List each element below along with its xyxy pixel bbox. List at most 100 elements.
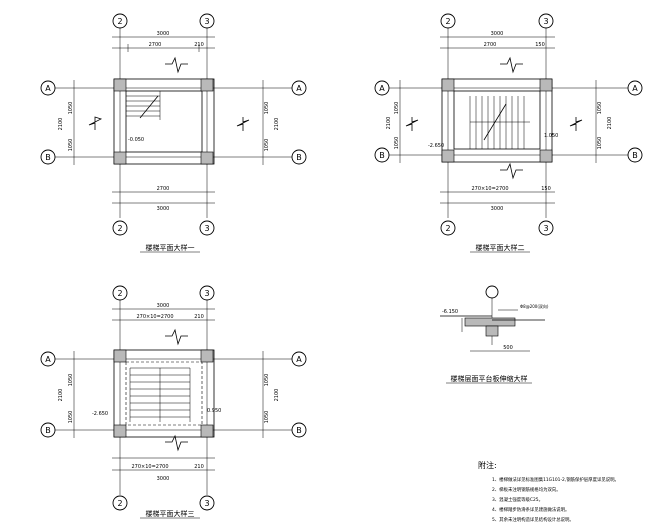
axis-bubble [374, 147, 390, 163]
axis-bubble [440, 13, 456, 29]
axis-bubble [440, 220, 456, 236]
note-line: 2、梯板未注明钢筋规格均为双向。 [492, 486, 561, 493]
axis-label: 2 [117, 224, 122, 233]
dimension-text: 1050 [394, 102, 400, 115]
dimension-text: 1050 [68, 374, 74, 387]
axis-label: 3 [204, 499, 209, 508]
axis-label: 2 [117, 499, 122, 508]
dimension-text: 3000 [157, 303, 170, 309]
dimension-text: 3000 [491, 206, 504, 212]
detail-title: 楼梯层面平台板伸缩大样 [451, 374, 528, 383]
axis-bubble [40, 149, 56, 165]
stair-plan-2: 2 3 2 3 A B A B 3000 2700 150 270×10=270… [374, 13, 643, 253]
dimension-text: 270×10=2700 [471, 186, 508, 192]
dimension-text: 1050 [264, 139, 270, 152]
dimension-text: 2700 [149, 42, 162, 48]
axis-label: 3 [543, 224, 548, 233]
axis-label: 3 [204, 17, 209, 26]
axis-label: A [296, 355, 302, 364]
axis-bubble [627, 80, 643, 96]
axis-bubble [40, 80, 56, 96]
axis-bubble [291, 351, 307, 367]
notes-heading: 附注: [478, 460, 497, 470]
axis-label: A [632, 84, 638, 93]
level-mark: 0.950 [207, 408, 221, 414]
dimension-text: 1050 [68, 411, 74, 424]
axis-label: 2 [445, 224, 450, 233]
axis-label: 2 [117, 17, 122, 26]
dimension-text: 3000 [157, 476, 170, 482]
axis-label: A [45, 355, 51, 364]
axis-bubble [40, 351, 56, 367]
dimension-text: 150 [535, 42, 545, 48]
dimension-text: 2100 [58, 389, 64, 402]
dimension-text: 3000 [491, 31, 504, 37]
notes-block: 附注: 1、楼梯做法详见标准图集11G101-2,钢筋保护层厚度详见说明。 2、… [478, 460, 619, 523]
dimension-text: 1050 [394, 137, 400, 150]
dimension-text: 210 [194, 314, 204, 320]
note-line: 5、其余未注明构造详见结构设计总说明。 [492, 516, 574, 523]
plan-title: 楼梯平面大样二 [476, 243, 525, 252]
axis-bubble [538, 13, 554, 29]
dimension-text: 1050 [597, 102, 603, 115]
axis-bubble [374, 80, 390, 96]
dimension-text: 2100 [274, 389, 280, 402]
dimension-text: 210 [194, 464, 204, 470]
axis-label: 2 [117, 289, 122, 298]
annotation-text: Φ8@200(双向) [520, 303, 549, 309]
axis-bubble [199, 285, 215, 301]
dimension-text: 150 [541, 186, 551, 192]
axis-label: B [296, 426, 302, 435]
axis-bubble [627, 147, 643, 163]
axis-label: B [45, 426, 51, 435]
axis-bubble [538, 220, 554, 236]
axis-bubble [112, 285, 128, 301]
dimension-text: 1050 [597, 137, 603, 150]
dimension-text: 1050 [264, 411, 270, 424]
axis-label: A [296, 84, 302, 93]
dimension-text: 270×10=2700 [136, 314, 173, 320]
axis-label: B [632, 151, 638, 160]
axis-label: 3 [204, 289, 209, 298]
dimension-text: 2700 [484, 42, 497, 48]
level-mark: -2.650 [92, 411, 108, 417]
level-mark: -6.150 [442, 309, 458, 315]
dimension-text: 500 [503, 345, 513, 351]
axis-bubble [199, 220, 215, 236]
dimension-text: 270×10=2700 [131, 464, 168, 470]
dimension-text: 1050 [68, 102, 74, 115]
axis-bubble [291, 80, 307, 96]
axis-bubble [291, 422, 307, 438]
axis-label: B [379, 151, 385, 160]
level-mark: -0.050 [128, 137, 144, 143]
axis-label: 3 [543, 17, 548, 26]
dimension-text: 2100 [274, 118, 280, 131]
platform-slab-detail: -6.150 Φ8@200(双向) 500 楼梯层面平台板伸缩大样 [440, 285, 549, 384]
dimension-text: 2700 [157, 186, 170, 192]
plan-title: 楼梯平面大样三 [146, 509, 195, 518]
axis-bubble [40, 422, 56, 438]
dimension-text: 2100 [607, 117, 613, 130]
dimension-text: 210 [194, 42, 204, 48]
plan-title: 楼梯平面大样一 [146, 243, 195, 252]
axis-bubble [199, 13, 215, 29]
axis-label: B [296, 153, 302, 162]
note-line: 4、楼梯踏步防滑条详见建施做法说明。 [492, 506, 569, 513]
dimension-text: 3000 [157, 206, 170, 212]
dimension-text: 1050 [264, 102, 270, 115]
axis-bubble [291, 149, 307, 165]
axis-label: 2 [445, 17, 450, 26]
dimension-text: 2100 [386, 117, 392, 130]
note-line: 3、混凝土强度等级C25。 [492, 496, 543, 503]
axis-label: B [45, 153, 51, 162]
axis-label: 3 [204, 224, 209, 233]
stair-plan-3: 2 3 2 3 A B A B 3000 270×10=2700 210 270… [40, 285, 307, 519]
stair-plan-1: 2 3 2 3 A B A B 3000 2700 210 2700 3000 … [40, 13, 307, 253]
axis-bubble [112, 13, 128, 29]
dimension-text: 2100 [58, 118, 64, 131]
level-mark: 1.050 [544, 133, 558, 139]
level-mark: -2.650 [428, 143, 444, 149]
note-line: 1、楼梯做法详见标准图集11G101-2,钢筋保护层厚度详见说明。 [492, 476, 619, 483]
axis-label: A [379, 84, 385, 93]
